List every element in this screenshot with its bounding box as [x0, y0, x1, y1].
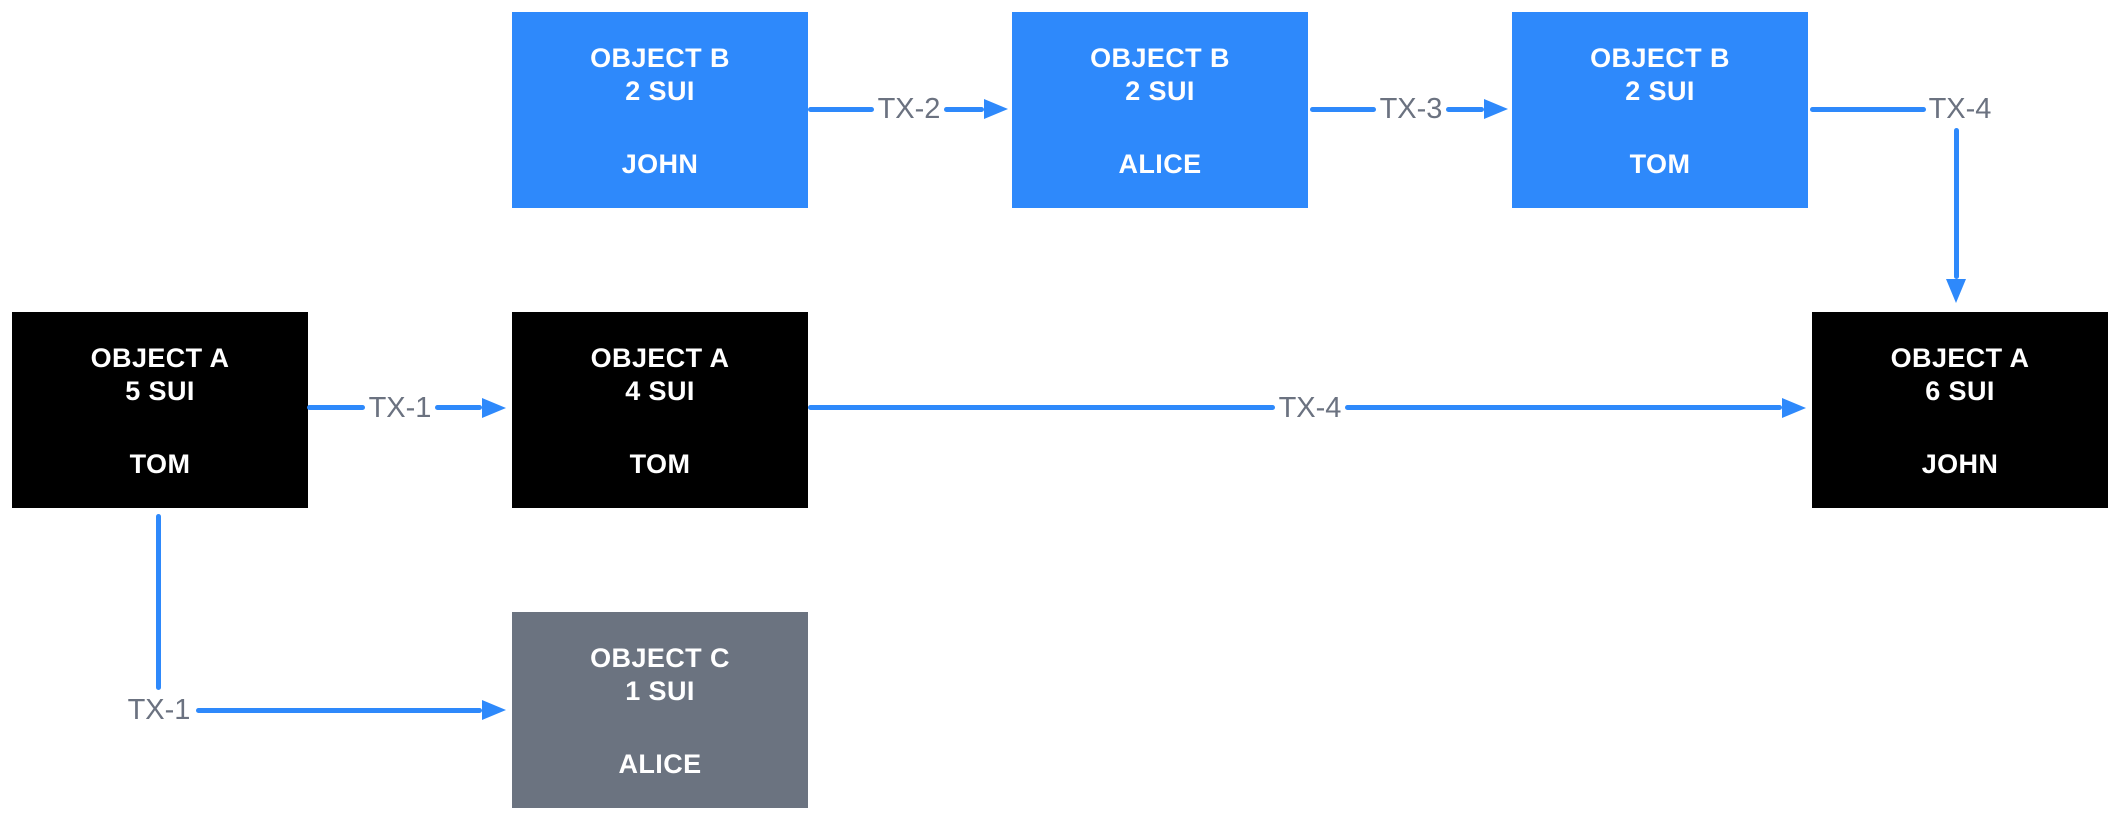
node-object-b-john: OBJECT B 2 SUI JOHN [512, 12, 808, 208]
tx1-split-line-right [196, 708, 482, 713]
tx4-long-line-right [1345, 405, 1782, 410]
tx1-split-arrowhead-icon [482, 700, 506, 720]
node-object-a-6-john: OBJECT A 6 SUI JOHN [1812, 312, 2108, 508]
node-amount: 6 SUI [1925, 376, 1995, 406]
tx3-label: TX-3 [1378, 91, 1444, 127]
tx4-long-label: TX-4 [1277, 390, 1343, 426]
node-object-a-4-tom: OBJECT A 4 SUI TOM [512, 312, 808, 508]
node-owner: ALICE [1118, 149, 1202, 179]
tx2-label: TX-2 [876, 91, 942, 127]
node-object-a-5-tom: OBJECT A 5 SUI TOM [12, 312, 308, 508]
tx1-main-line-right [435, 405, 482, 410]
node-owner: TOM [1629, 149, 1691, 179]
tx4-corner-arrowhead-icon [1946, 279, 1966, 303]
node-object-c-alice: OBJECT C 1 SUI ALICE [512, 612, 808, 808]
tx2-arrowhead-icon [984, 99, 1008, 119]
node-title: OBJECT A [1890, 343, 2030, 373]
tx1-split-label: TX-1 [126, 692, 192, 728]
tx3-line-left [1310, 107, 1376, 112]
node-owner: JOHN [621, 149, 699, 179]
tx4-corner-label: TX-4 [1927, 91, 1993, 127]
tx2-line-right [944, 107, 984, 112]
node-title: OBJECT B [1590, 43, 1730, 73]
tx4-long-arrowhead-icon [1782, 398, 1806, 418]
tx3-arrowhead-icon [1484, 99, 1508, 119]
tx1-split-line-down [156, 514, 161, 690]
node-title: OBJECT C [590, 643, 730, 673]
node-title: OBJECT A [90, 343, 230, 373]
tx2-line-left [808, 107, 874, 112]
tx4-long-line-left [808, 405, 1275, 410]
node-object-b-tom: OBJECT B 2 SUI TOM [1512, 12, 1808, 208]
node-title: OBJECT B [590, 43, 730, 73]
node-amount: 2 SUI [625, 76, 695, 106]
node-amount: 5 SUI [125, 376, 195, 406]
node-amount: 1 SUI [625, 676, 695, 706]
node-owner: TOM [129, 449, 191, 479]
tx4-corner-line-down [1954, 128, 1959, 279]
tx3-line-right [1446, 107, 1484, 112]
node-amount: 2 SUI [1625, 76, 1695, 106]
node-object-b-alice: OBJECT B 2 SUI ALICE [1012, 12, 1308, 208]
node-owner: JOHN [1921, 449, 1999, 479]
tx1-main-line-left [307, 405, 365, 410]
node-amount: 2 SUI [1125, 76, 1195, 106]
node-owner: TOM [629, 449, 691, 479]
node-title: OBJECT B [1090, 43, 1230, 73]
tx1-main-label: TX-1 [367, 390, 433, 426]
node-amount: 4 SUI [625, 376, 695, 406]
node-title: OBJECT A [590, 343, 730, 373]
node-owner: ALICE [618, 749, 702, 779]
tx1-main-arrowhead-icon [482, 398, 506, 418]
tx4-corner-line-right [1810, 107, 1926, 112]
